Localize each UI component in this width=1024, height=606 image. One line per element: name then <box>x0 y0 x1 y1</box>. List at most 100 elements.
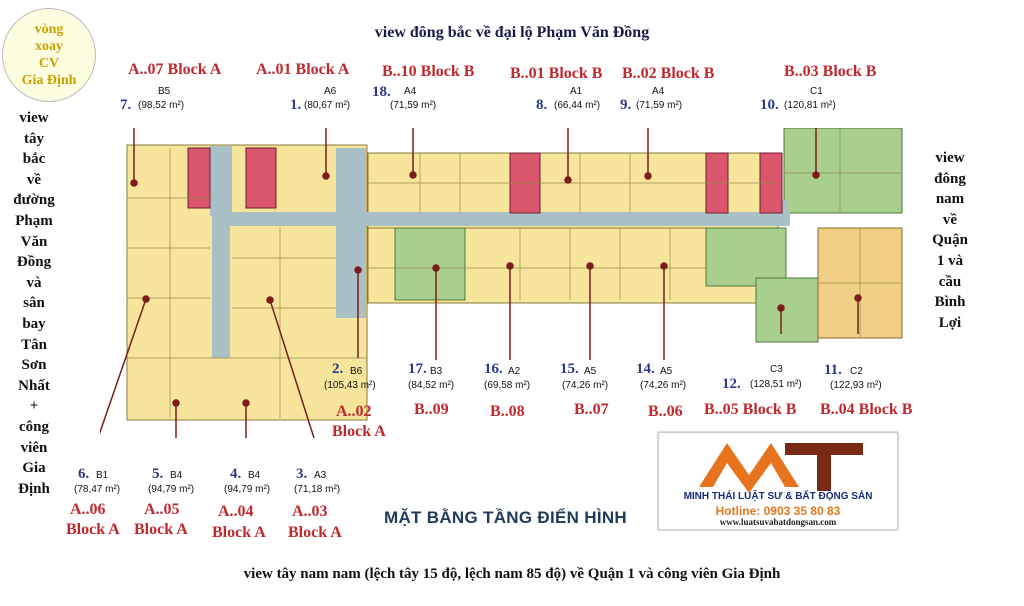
block-label: B..09 <box>414 401 449 418</box>
block-label: B..08 <box>490 403 525 420</box>
unit-number: 4. <box>230 466 242 482</box>
unit-number: 1. <box>290 97 302 113</box>
logo-website: www.luatsuvabatdongsan.com <box>719 517 837 527</box>
block-label: B..02 Block B <box>622 65 715 82</box>
view-word: bay <box>22 315 46 332</box>
view-word: + <box>29 398 39 415</box>
roundabout-badge: vòng xoay CV Gia Định <box>2 8 96 102</box>
block-label: A..04 <box>218 503 254 520</box>
unit-code: A2 <box>508 366 521 377</box>
view-word: Quận <box>932 232 968 249</box>
view-word: Phạm <box>15 212 53 229</box>
unit-code: B3 <box>430 366 443 377</box>
unit-code: B6 <box>350 366 363 377</box>
floor-plan-title: MẶT BẰNG TẦNG ĐIỂN HÌNH <box>384 508 627 527</box>
unit-code: A4 <box>404 86 417 97</box>
unit-code: C3 <box>770 364 783 375</box>
block-label: A..03 <box>292 503 328 520</box>
block-label: Block A <box>288 524 342 541</box>
view-word: Nhất <box>18 377 50 394</box>
view-word: bắc <box>22 151 46 168</box>
circle-line: Gia Định <box>21 73 77 88</box>
unit-number: 15. <box>560 361 579 377</box>
circle-line: vòng <box>34 22 64 37</box>
view-word: tây <box>24 130 44 147</box>
unit-code: B1 <box>96 470 109 481</box>
block-label: B..06 <box>648 403 683 420</box>
unit-area: (98,52 m²) <box>138 100 185 111</box>
view-word: nam <box>935 191 965 208</box>
unit-area: (78,47 m²) <box>74 484 121 495</box>
view-word: Sơn <box>21 357 47 374</box>
unit-number: 2. <box>332 361 344 377</box>
view-word: Đồng <box>16 254 52 271</box>
unit-area: (80,67 m²) <box>304 100 351 111</box>
view-word: viên <box>20 439 48 456</box>
view-word: đường <box>13 192 55 209</box>
circle-line: xoay <box>35 39 63 54</box>
view-word: view <box>19 110 49 126</box>
unit-area: (66,44 m²) <box>554 100 601 111</box>
block-label: Block A <box>66 521 120 538</box>
circle-line: CV <box>38 56 60 71</box>
unit-number: 6. <box>78 466 90 482</box>
unit-code: A6 <box>324 86 337 97</box>
unit-area: (94,79 m²) <box>148 484 195 495</box>
view-word: và <box>26 274 42 291</box>
block-label: B..04 Block B <box>820 401 913 418</box>
view-word: Bình <box>934 294 966 311</box>
view-word: sân <box>23 295 45 312</box>
block-label: B..01 Block B <box>510 65 603 82</box>
unit-code: A1 <box>570 86 583 97</box>
unit-area: (71,59 m²) <box>390 100 437 111</box>
logo-company-name: MINH THÁI LUẬT SƯ & BẤT ĐỘNG SẢN <box>683 491 873 502</box>
unit-code: B5 <box>158 86 171 97</box>
unit-code: C1 <box>810 86 823 97</box>
block-label: A..01 Block A <box>256 61 350 78</box>
unit-number: 16. <box>484 361 503 377</box>
unit-area: (94,79 m²) <box>224 484 271 495</box>
unit-code: A5 <box>584 366 597 377</box>
unit-area: (128,51 m²) <box>750 379 802 390</box>
view-word: Tân <box>21 336 47 353</box>
unit-number: 9. <box>620 97 632 113</box>
block-label: Block A <box>134 521 188 538</box>
view-word: công <box>19 418 49 435</box>
view-word: Lợi <box>938 314 962 331</box>
unit-code: A5 <box>660 366 673 377</box>
view-word: cầu <box>938 273 962 290</box>
unit-area: (71,59 m²) <box>636 100 683 111</box>
unit-code: C2 <box>850 366 863 377</box>
view-word: Gia <box>22 460 46 477</box>
view-word: về <box>26 171 42 188</box>
block-label: Block A <box>332 423 386 440</box>
unit-number: 8. <box>536 97 548 113</box>
unit-area: (74,26 m²) <box>562 380 609 391</box>
view-word: Văn <box>20 233 48 250</box>
unit-area: (120,81 m²) <box>784 100 836 111</box>
unit-code: A4 <box>652 86 665 97</box>
unit-code: A3 <box>314 470 327 481</box>
block-label: B..05 Block B <box>704 401 797 418</box>
unit-number: 10. <box>760 97 779 113</box>
unit-area: (74,26 m²) <box>640 380 687 391</box>
unit-number: 11. <box>824 362 842 378</box>
view-word: view <box>935 150 965 166</box>
unit-number: 18. <box>372 84 391 100</box>
block-label: B..03 Block B <box>784 63 877 80</box>
block-label: B..07 <box>574 401 609 418</box>
block-label: A..02 <box>336 403 372 420</box>
view-word: 1 và <box>936 252 964 269</box>
block-label: Block A <box>212 524 266 541</box>
view-word: đông <box>934 170 966 187</box>
unit-area: (84,52 m²) <box>408 380 455 391</box>
view-word: về <box>942 211 958 228</box>
unit-number: 7. <box>120 97 132 113</box>
unit-area: (122,93 m²) <box>830 380 882 391</box>
floor-plan <box>100 128 903 438</box>
unit-area: (71,18 m²) <box>294 484 341 495</box>
block-label: A..07 Block A <box>128 61 222 78</box>
unit-number: 12. <box>722 376 741 392</box>
